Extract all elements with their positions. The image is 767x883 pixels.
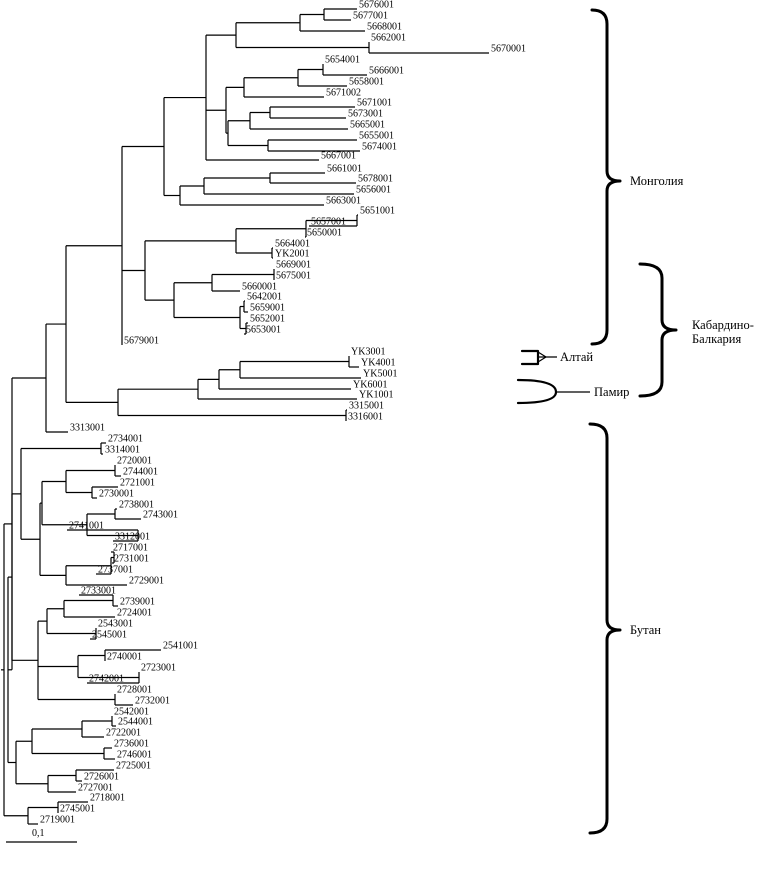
leaf-label: 5679001 (124, 336, 159, 347)
leaf-label: 2721001 (120, 478, 155, 489)
leaf-label: 2740001 (107, 652, 142, 663)
leaf-label: 5674001 (362, 142, 397, 153)
leaf-label: 2720001 (117, 456, 152, 467)
leaf-label: YK2001 (275, 249, 309, 260)
leaf-label: 2738001 (119, 500, 154, 511)
leaf-label: YK1001 (359, 390, 393, 401)
leaf-label: 3315001 (349, 401, 384, 412)
leaf-label: 5651001 (360, 206, 395, 217)
leaf-label: 2545001 (92, 630, 127, 641)
leaf-label: 5666001 (369, 66, 404, 77)
leaf-label: 2717001 (113, 543, 148, 554)
leaf-label: YK6001 (353, 380, 387, 391)
leaf-label: 5655001 (359, 131, 394, 142)
leaf-label: 5676001 (359, 0, 394, 11)
pamir-bracket (516, 378, 558, 405)
leaf-label: 3316001 (348, 412, 383, 423)
kabardino-balkaria-bracket (638, 262, 678, 398)
leaf-label: 2726001 (84, 772, 119, 783)
leaf-label: 2745001 (60, 804, 95, 815)
leaf-label: 2725001 (116, 761, 151, 772)
leaf-label: 2741001 (69, 521, 104, 532)
clade-label-kabardino-line2: Балкария (692, 332, 741, 346)
leaf-label: 2744001 (123, 467, 158, 478)
leaf-label: 2718001 (90, 793, 125, 804)
leaf-label: 5665001 (350, 120, 385, 131)
leaf-label: 5658001 (349, 77, 384, 88)
leaf-label: 5652001 (250, 314, 285, 325)
leaf-label: 5670001 (491, 44, 526, 55)
leaf-label: YK5001 (363, 369, 397, 380)
bhutan-bracket (588, 422, 622, 835)
leaf-label: 5660001 (242, 282, 277, 293)
leaf-label: 5659001 (250, 303, 285, 314)
mongolia-bracket (590, 8, 622, 346)
leaf-label: 2736001 (114, 739, 149, 750)
scale-bar-label: 0,1 (32, 828, 45, 839)
leaf-label: 5678001 (358, 174, 393, 185)
leaf-label: 5657001 (311, 217, 346, 228)
leaf-label: 5654001 (325, 55, 360, 66)
clade-label-kabardino-line1: Кабардино- (692, 318, 754, 332)
leaf-label: 5653001 (246, 325, 281, 336)
leaf-label: 2722001 (106, 728, 141, 739)
leaf-label: 2731001 (114, 554, 149, 565)
leaf-label: 5671001 (357, 98, 392, 109)
leaf-label: 5667001 (321, 151, 356, 162)
leaf-label: 2542001 (114, 707, 149, 718)
clade-label-pamir: Памир (594, 385, 629, 399)
leaf-label: 3314001 (105, 445, 140, 456)
leaf-label: 2737001 (98, 565, 133, 576)
leaf-label: 5661001 (327, 164, 362, 175)
leaf-label: 2733001 (81, 586, 116, 597)
leaf-label: 5677001 (353, 11, 388, 22)
leaf-label: 2739001 (120, 597, 155, 608)
leaf-label: 2544001 (118, 717, 153, 728)
leaf-label: 5675001 (276, 271, 311, 282)
leaf-label: 2723001 (141, 663, 176, 674)
leaf-label: 5668001 (367, 22, 402, 33)
leaf-label: 2742001 (89, 674, 124, 685)
leaf-label: 2724001 (117, 608, 152, 619)
clade-label-altai: Алтай (560, 350, 593, 364)
leaf-label: 5663001 (326, 196, 361, 207)
leaf-label: 2729001 (129, 576, 164, 587)
leaf-label: 2743001 (143, 510, 178, 521)
leaf-label: 3312001 (115, 532, 150, 543)
leaf-label: 5642001 (247, 292, 282, 303)
leaf-label: 5673001 (348, 109, 383, 120)
leaf-label: YK3001 (351, 347, 385, 358)
leaf-label: 5671002 (326, 88, 361, 99)
leaf-label: 2728001 (117, 685, 152, 696)
leaf-label: 2730001 (99, 489, 134, 500)
clade-label-bhutan: Бутан (630, 623, 661, 637)
leaf-label: 2543001 (98, 619, 133, 630)
leaf-label: 2734001 (108, 434, 143, 445)
altai-arrowhead (537, 351, 548, 363)
tree-branches (1, 8, 489, 825)
clade-label-mongolia: Монголия (630, 174, 684, 188)
leaf-label: 2719001 (40, 815, 75, 826)
leaf-label: 2727001 (78, 783, 113, 794)
altai-bracket (520, 349, 540, 366)
leaf-label: 3313001 (70, 423, 105, 434)
leaf-label: 2732001 (135, 696, 170, 707)
leaf-label: 5662001 (371, 33, 406, 44)
leaf-label: YK4001 (361, 358, 395, 369)
leaf-label: 5669001 (276, 260, 311, 271)
leaf-label: 5656001 (356, 185, 391, 196)
leaf-label: 2541001 (163, 641, 198, 652)
leaf-label: 2746001 (117, 750, 152, 761)
leaf-label: 5664001 (275, 239, 310, 250)
leaf-label: 5650001 (307, 228, 342, 239)
